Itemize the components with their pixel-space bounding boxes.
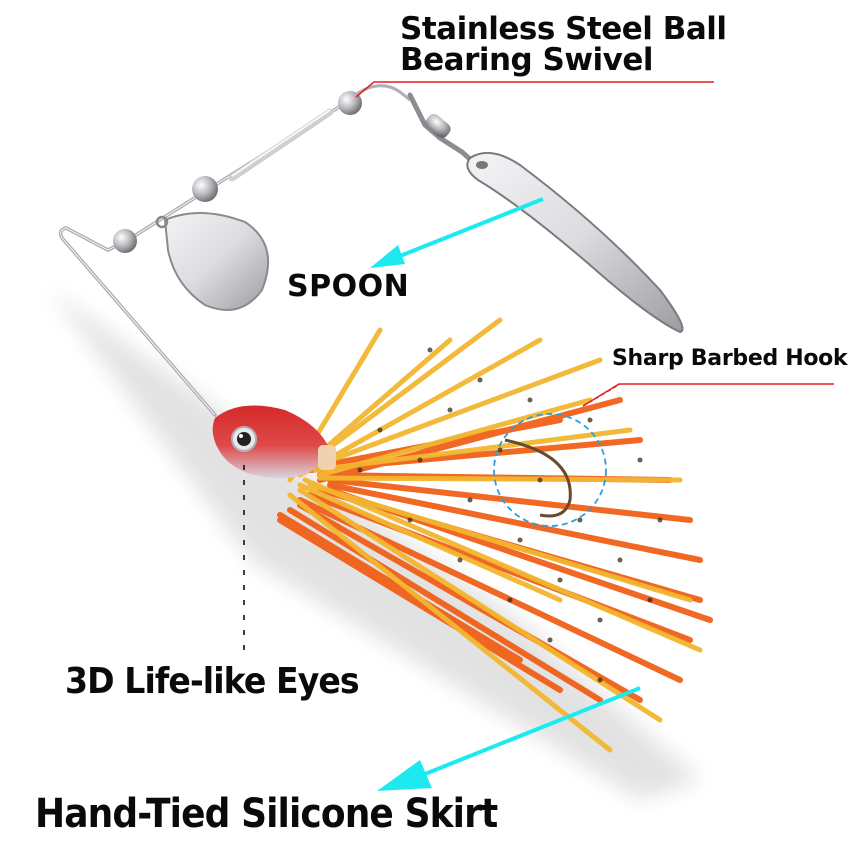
eyes-callout: 3D Life-like Eyes	[65, 661, 360, 702]
swivel-callout-line1: Stainless Steel Ball	[400, 11, 727, 47]
bead	[192, 176, 218, 202]
swivel-callout: Stainless Steel Ball Bearing Swivel	[400, 14, 727, 76]
colorado-blade	[155, 212, 270, 311]
bead	[113, 229, 137, 253]
skirt-arrow	[377, 686, 641, 791]
silicone-skirt	[277, 317, 713, 753]
swivel	[354, 84, 483, 171]
hook	[504, 438, 572, 518]
swivel-leader-line	[355, 81, 714, 98]
hook-callout: Sharp Barbed Hook	[612, 346, 848, 371]
willow-blade	[466, 151, 684, 334]
hook-highlight-circle	[493, 413, 607, 527]
wire-arm	[58, 98, 352, 417]
swivel-callout-line2: Bearing Swivel	[400, 42, 653, 78]
spoon-callout: SPOON	[287, 269, 410, 304]
jig-head	[212, 405, 336, 478]
skirt-callout: Hand-Tied Silicone Skirt	[35, 791, 498, 837]
spoon-arrow	[370, 197, 544, 268]
